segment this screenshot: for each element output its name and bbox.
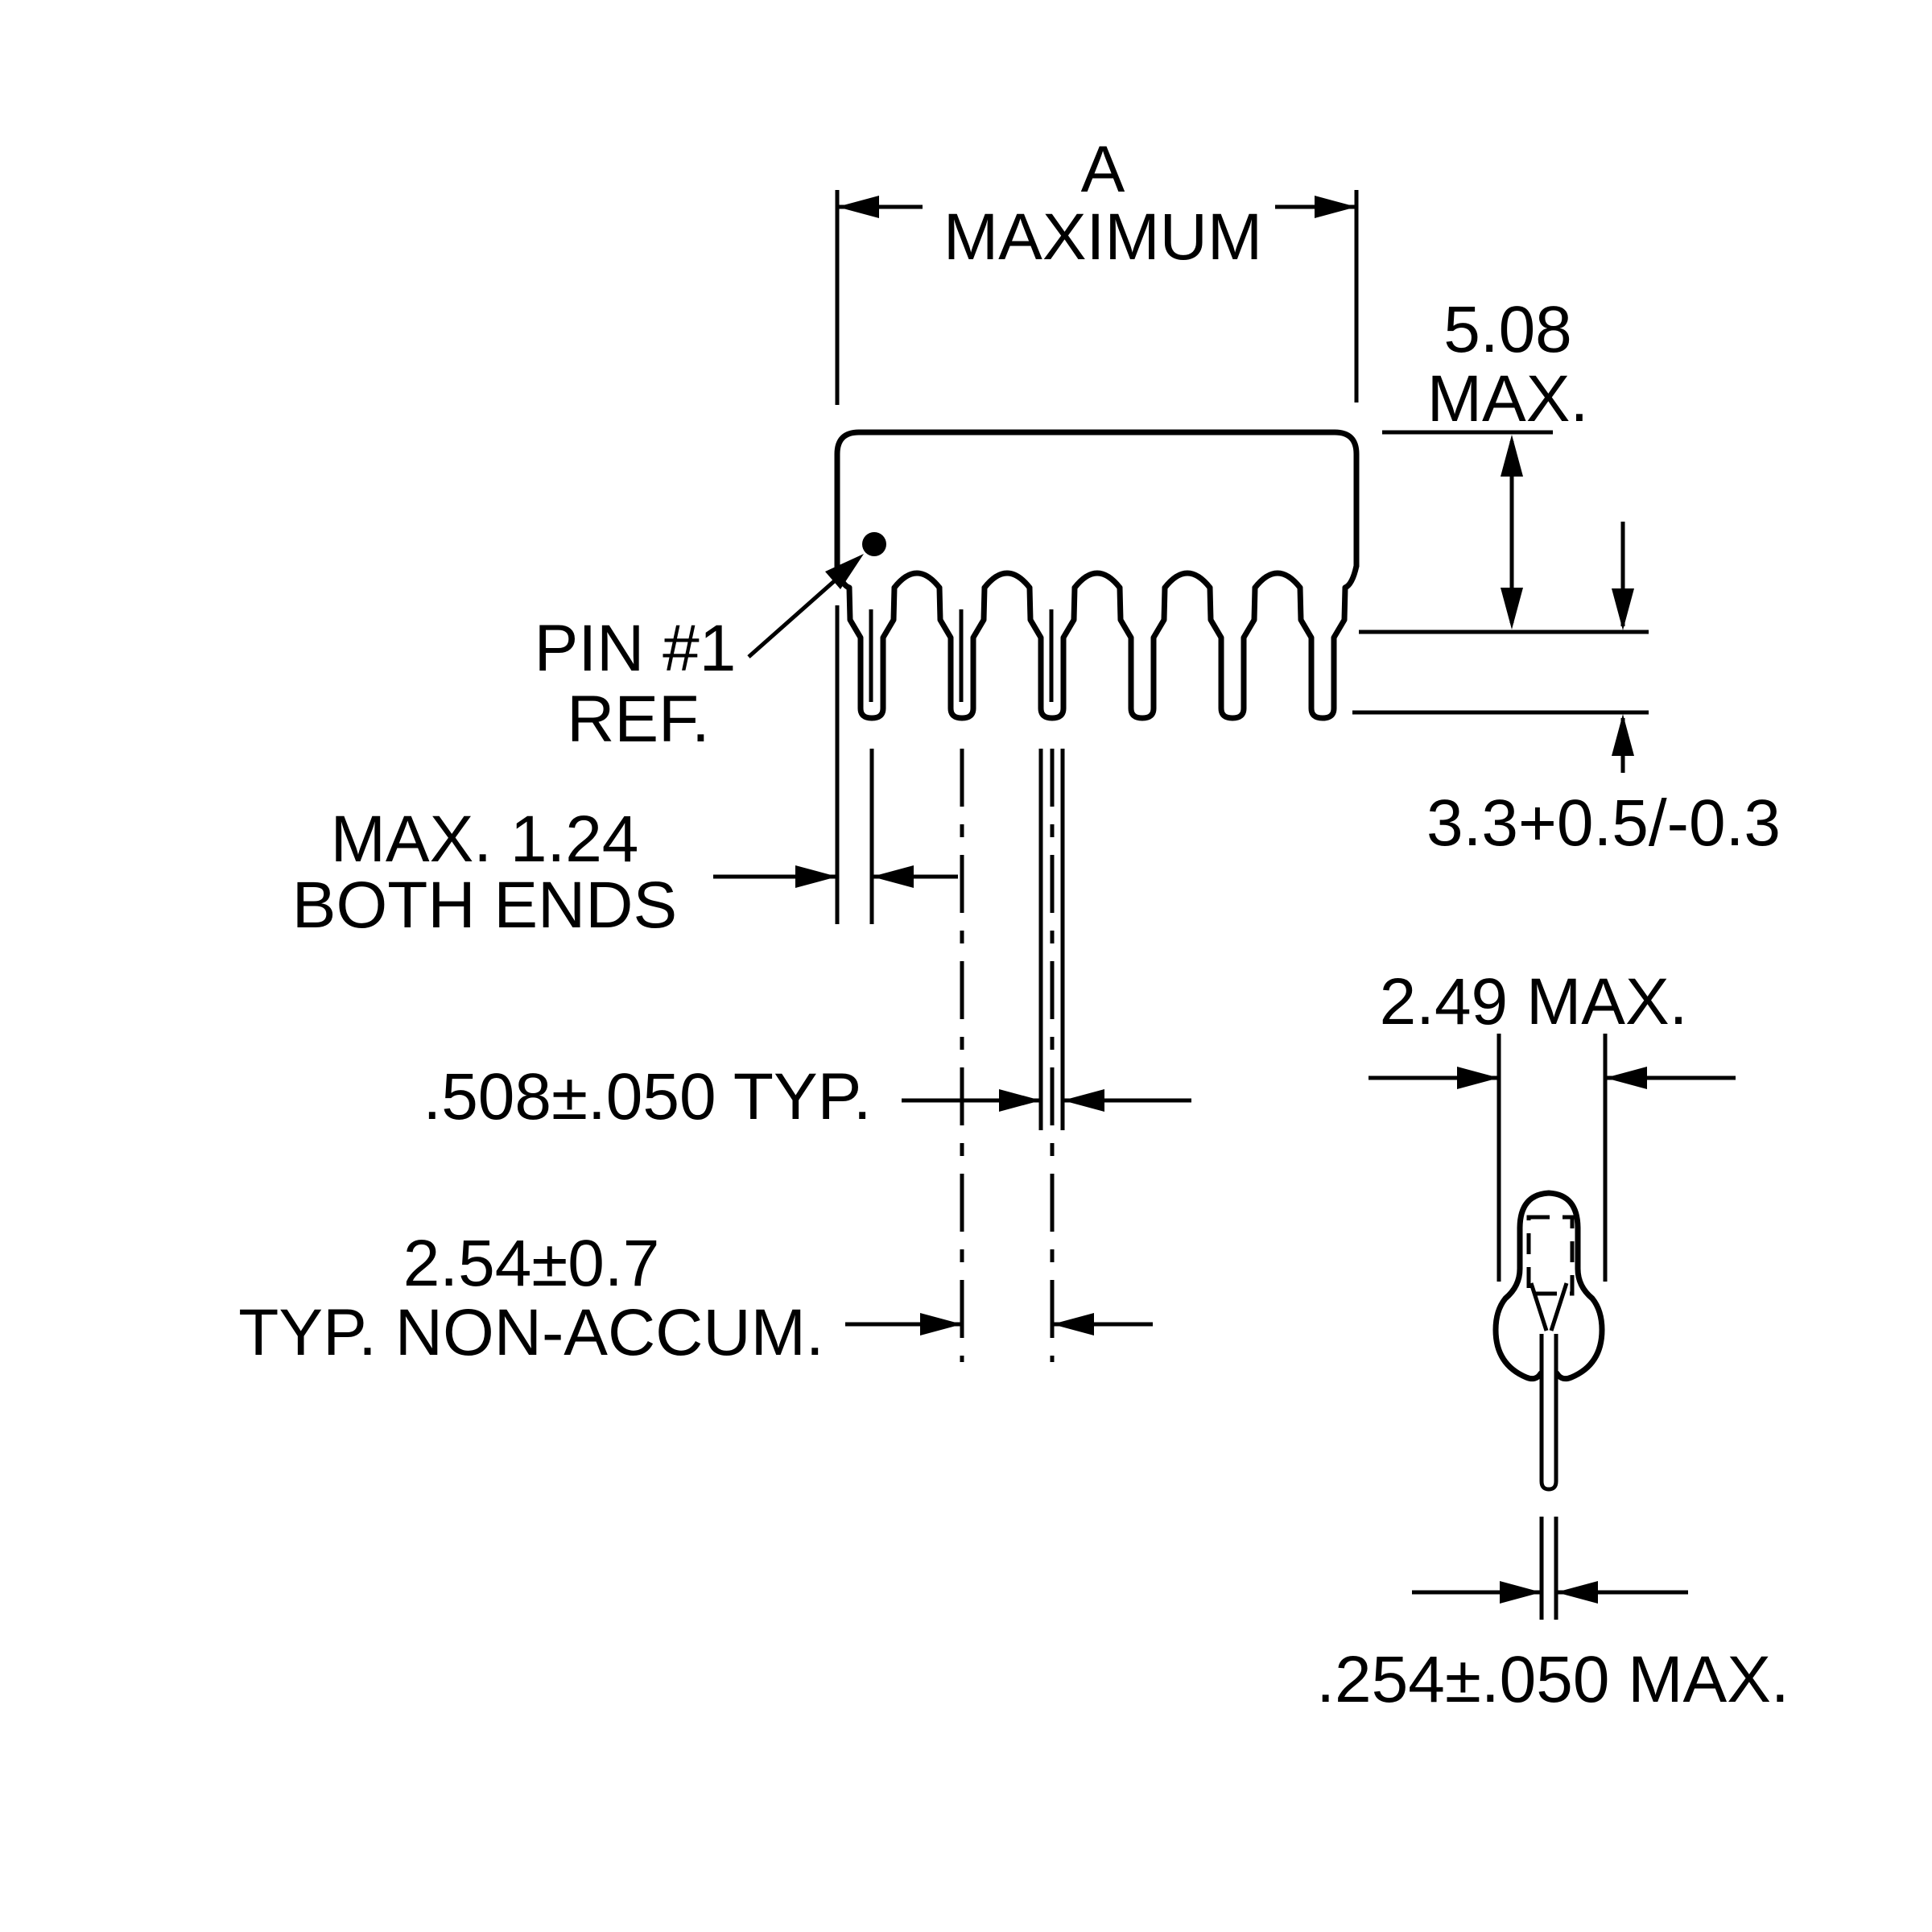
side-width-arrow-left: [1457, 1067, 1499, 1089]
dim-a-maximum: A MAXIMUM: [835, 133, 1359, 405]
end-margin-label-line1: MAX. 1.24: [331, 803, 639, 876]
pin1-label-line1: PIN #1: [535, 612, 737, 685]
pin1-leader-arrowhead: [825, 554, 864, 589]
body-bottom-wave: [834, 563, 1360, 591]
dim-a-arrow-right: [1315, 196, 1356, 218]
pitch-arrow-right: [1052, 1313, 1094, 1335]
thickness-label: .254±.050 MAX.: [1316, 1643, 1789, 1716]
side-view-pin: [1492, 1190, 1605, 1492]
dim-body-height: 5.08 MAX.: [1359, 293, 1649, 634]
dim-a-arrow-left: [837, 196, 879, 218]
pitch-label-line2: TYP. NON-ACCUM.: [238, 1296, 824, 1369]
pin1-leader-line: [747, 575, 841, 658]
body-outline: [834, 429, 1360, 571]
lead-width-arrow-right: [1063, 1089, 1104, 1112]
dim-standoff-arrow-up: [1612, 714, 1634, 756]
dim-height-arrow-up: [1501, 435, 1523, 477]
pin-4: [1117, 584, 1168, 721]
pin-5: [1207, 584, 1258, 721]
pitch-label-line1: 2.54±0.7: [403, 1227, 660, 1300]
end-margin-label-line2: BOTH ENDS: [292, 869, 677, 942]
dim-lead-width: .508±.050 TYP.: [423, 749, 1191, 1362]
side-pin-wire-leg: [1539, 1334, 1558, 1492]
end-margin-arrow-right: [872, 865, 914, 888]
pins: [846, 584, 1348, 721]
pin-1: [846, 584, 898, 721]
dim-standoff-label: 3.3+0.5/-0.3: [1426, 786, 1781, 860]
side-width-arrow-right: [1605, 1067, 1647, 1089]
dim-standoff: 3.3+0.5/-0.3: [1352, 522, 1781, 860]
dim-lead-thickness: .254±.050 MAX.: [1316, 1517, 1790, 1716]
pitch-arrow-left: [920, 1313, 962, 1335]
side-pin-hidden-lead: [1526, 1215, 1575, 1296]
dim-a-label-line2: MAXIMUM: [943, 200, 1262, 274]
side-width-label: 2.49 MAX.: [1380, 965, 1688, 1038]
pin1-label-line2: REF.: [567, 683, 710, 756]
dim-end-margin: MAX. 1.24 BOTH ENDS: [292, 605, 958, 942]
side-pin-outer-profile: [1492, 1190, 1605, 1382]
pin-2: [936, 584, 988, 721]
dim-height-label-line1: 5.08: [1443, 293, 1572, 366]
lead-width-label: .508±.050 TYP.: [423, 1060, 871, 1133]
pin1-dot: [862, 532, 886, 556]
end-margin-arrow-left: [795, 865, 837, 888]
dim-pitch: 2.54±0.7 TYP. NON-ACCUM.: [238, 1227, 1153, 1369]
thickness-arrow-right: [1556, 1581, 1598, 1604]
package-body: [834, 429, 1360, 591]
dim-a-label-line1: A: [1081, 133, 1125, 206]
pin-3: [1026, 584, 1078, 721]
thickness-arrow-left: [1500, 1581, 1542, 1604]
side-pin-crimp-v: [1529, 1282, 1569, 1331]
pin-6: [1297, 584, 1348, 721]
dim-standoff-arrow-down: [1612, 588, 1634, 630]
pin1-reference: PIN #1 REF.: [535, 532, 886, 756]
dim-height-label-line2: MAX.: [1427, 362, 1588, 436]
lead-width-arrow-left: [999, 1089, 1041, 1112]
dim-side-width: 2.49 MAX.: [1368, 965, 1736, 1282]
dim-height-arrow-down: [1501, 588, 1523, 630]
